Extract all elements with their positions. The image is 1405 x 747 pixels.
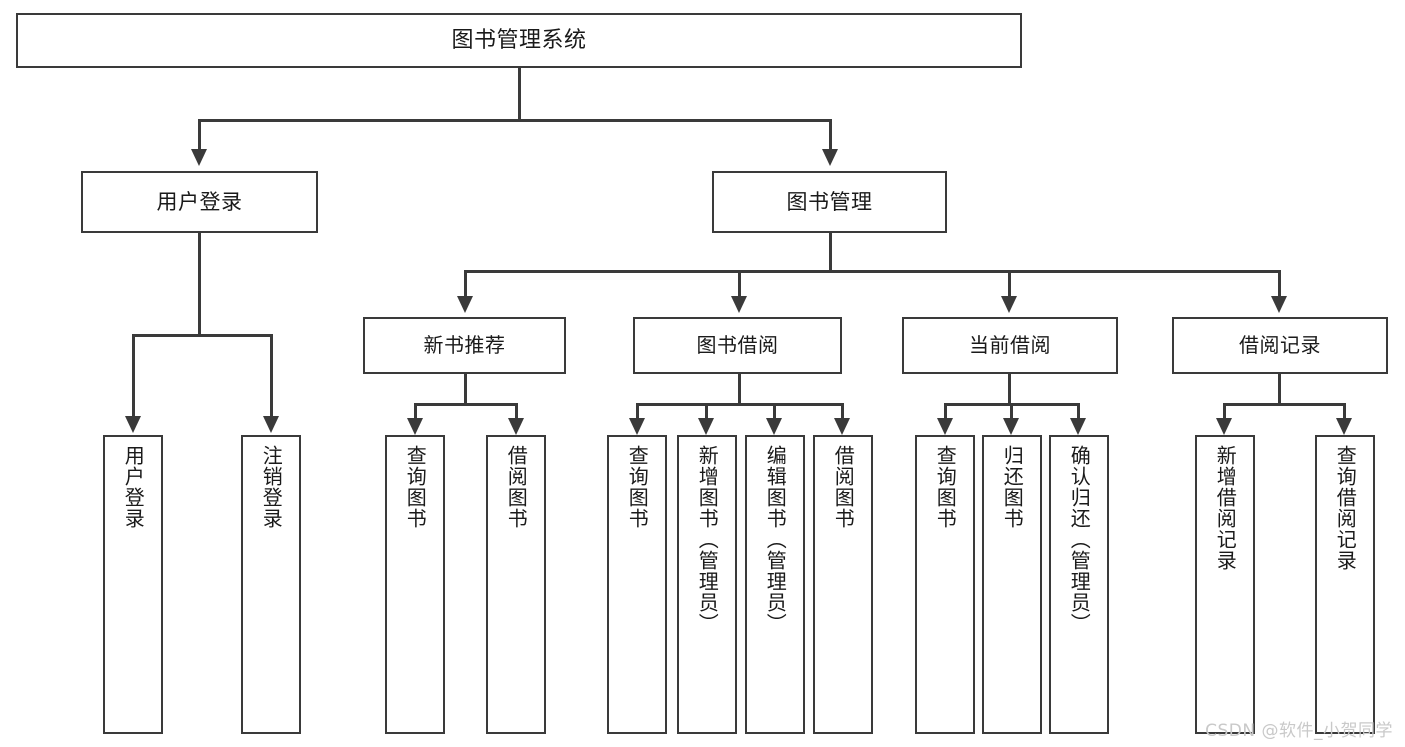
connector-bus-to-book-borrow [738,270,741,298]
arrow-to-leaf-query-record [1336,418,1352,435]
connector-root-to-book-manage [829,119,832,151]
connector-new-book-drop-1 [414,403,417,421]
arrow-to-current-borrow [1001,296,1017,313]
node-leaf-return-book[interactable]: 归还图书 [982,435,1042,734]
connector-book-borrow-stem [738,374,741,405]
node-new-book-recommend[interactable]: 新书推荐 [363,317,566,374]
arrow-to-leaf-add-record [1216,418,1232,435]
node-label: 借阅图书 [504,445,529,529]
connector-book-borrow-drop-4 [841,403,844,421]
arrow-to-book-manage [822,149,838,166]
node-leaf-borrow-book-1[interactable]: 借阅图书 [486,435,546,734]
connector-bus-to-borrow-record [1278,270,1281,298]
node-leaf-borrow-book-2[interactable]: 借阅图书 [813,435,873,734]
node-label: 新增图书（管理员） [695,445,720,634]
arrow-to-book-borrow [731,296,747,313]
arrow-to-leaf-query-book-1 [407,418,423,435]
node-book-manage[interactable]: 图书管理 [712,171,947,233]
connector-bus-to-current-borrow [1008,270,1011,298]
connector-book-manage-stem [829,233,832,272]
node-label: 用户登录 [121,445,146,529]
node-leaf-edit-book[interactable]: 编辑图书（管理员） [745,435,805,734]
arrow-to-borrow-record [1271,296,1287,313]
arrow-to-leaf-user-login [125,416,141,433]
connector-book-borrow-bus [636,403,843,406]
node-label: 用户登录 [156,189,243,214]
connector-new-book-stem [464,374,467,405]
node-label: 新书推荐 [423,333,506,357]
connector-user-login-drop-1 [132,334,135,418]
node-root-system[interactable]: 图书管理系统 [16,13,1022,68]
connector-bus-to-new-book-recommend [464,270,467,298]
connector-book-manage-bus [464,270,1280,273]
connector-current-borrow-drop-2 [1010,403,1013,421]
connector-user-login-bus [132,334,272,337]
connector-root-bus [198,119,832,122]
connector-borrow-record-bus [1223,403,1345,406]
node-leaf-add-record[interactable]: 新增借阅记录 [1195,435,1255,734]
arrow-to-leaf-add-book [698,418,714,435]
arrow-to-leaf-return-book [1003,418,1019,435]
node-leaf-query-book-2[interactable]: 查询图书 [607,435,667,734]
connector-current-borrow-drop-1 [944,403,947,421]
connector-user-login-stem [198,233,201,336]
connector-new-book-drop-2 [515,403,518,421]
node-label: 确认归还（管理员） [1067,445,1092,634]
node-leaf-add-book[interactable]: 新增图书（管理员） [677,435,737,734]
connector-book-borrow-drop-3 [773,403,776,421]
node-label: 查询图书 [933,445,958,529]
watermark: CSDN @软件_小贺同学 [1205,721,1393,741]
node-label: 归还图书 [1000,445,1025,529]
arrow-to-leaf-borrow-book-1 [508,418,524,435]
node-leaf-confirm-return[interactable]: 确认归还（管理员） [1049,435,1109,734]
connector-user-login-drop-2 [270,334,273,418]
node-label: 查询图书 [625,445,650,529]
connector-borrow-record-drop-1 [1223,403,1226,421]
node-leaf-query-book-3[interactable]: 查询图书 [915,435,975,734]
arrow-to-leaf-query-book-2 [629,418,645,435]
node-current-borrow[interactable]: 当前借阅 [902,317,1118,374]
connector-borrow-record-drop-2 [1343,403,1346,421]
node-leaf-query-book-1[interactable]: 查询图书 [385,435,445,734]
connector-new-book-bus [414,403,517,406]
connector-root-to-user-login [198,119,201,151]
node-label: 图书管理系统 [451,27,587,53]
arrow-to-leaf-confirm-return [1070,418,1086,435]
node-user-login[interactable]: 用户登录 [81,171,318,233]
connector-borrow-record-stem [1278,374,1281,405]
connector-book-borrow-drop-2 [705,403,708,421]
connector-current-borrow-stem [1008,374,1011,405]
connector-current-borrow-drop-3 [1077,403,1080,421]
node-leaf-logout-login[interactable]: 注销登录 [241,435,301,734]
arrow-to-user-login [191,149,207,166]
node-label: 借阅记录 [1239,333,1321,357]
arrow-to-leaf-logout-login [263,416,279,433]
node-borrow-record[interactable]: 借阅记录 [1172,317,1388,374]
arrow-to-new-book-recommend [457,296,473,313]
node-leaf-query-record[interactable]: 查询借阅记录 [1315,435,1375,734]
node-label: 新增借阅记录 [1213,445,1238,571]
arrow-to-leaf-query-book-3 [937,418,953,435]
node-label: 查询借阅记录 [1333,445,1358,571]
connector-root-stem [518,68,521,120]
connector-book-borrow-drop-1 [636,403,639,421]
arrow-to-leaf-edit-book [766,418,782,435]
node-label: 注销登录 [259,445,284,529]
arrow-to-leaf-borrow-book-2 [834,418,850,435]
node-label: 当前借阅 [969,333,1051,357]
node-label: 编辑图书（管理员） [763,445,788,634]
node-book-borrow[interactable]: 图书借阅 [633,317,842,374]
node-label: 查询图书 [403,445,428,529]
node-label: 图书管理 [786,189,873,214]
node-label: 借阅图书 [831,445,856,529]
node-leaf-user-login[interactable]: 用户登录 [103,435,163,734]
node-label: 图书借阅 [696,333,779,357]
